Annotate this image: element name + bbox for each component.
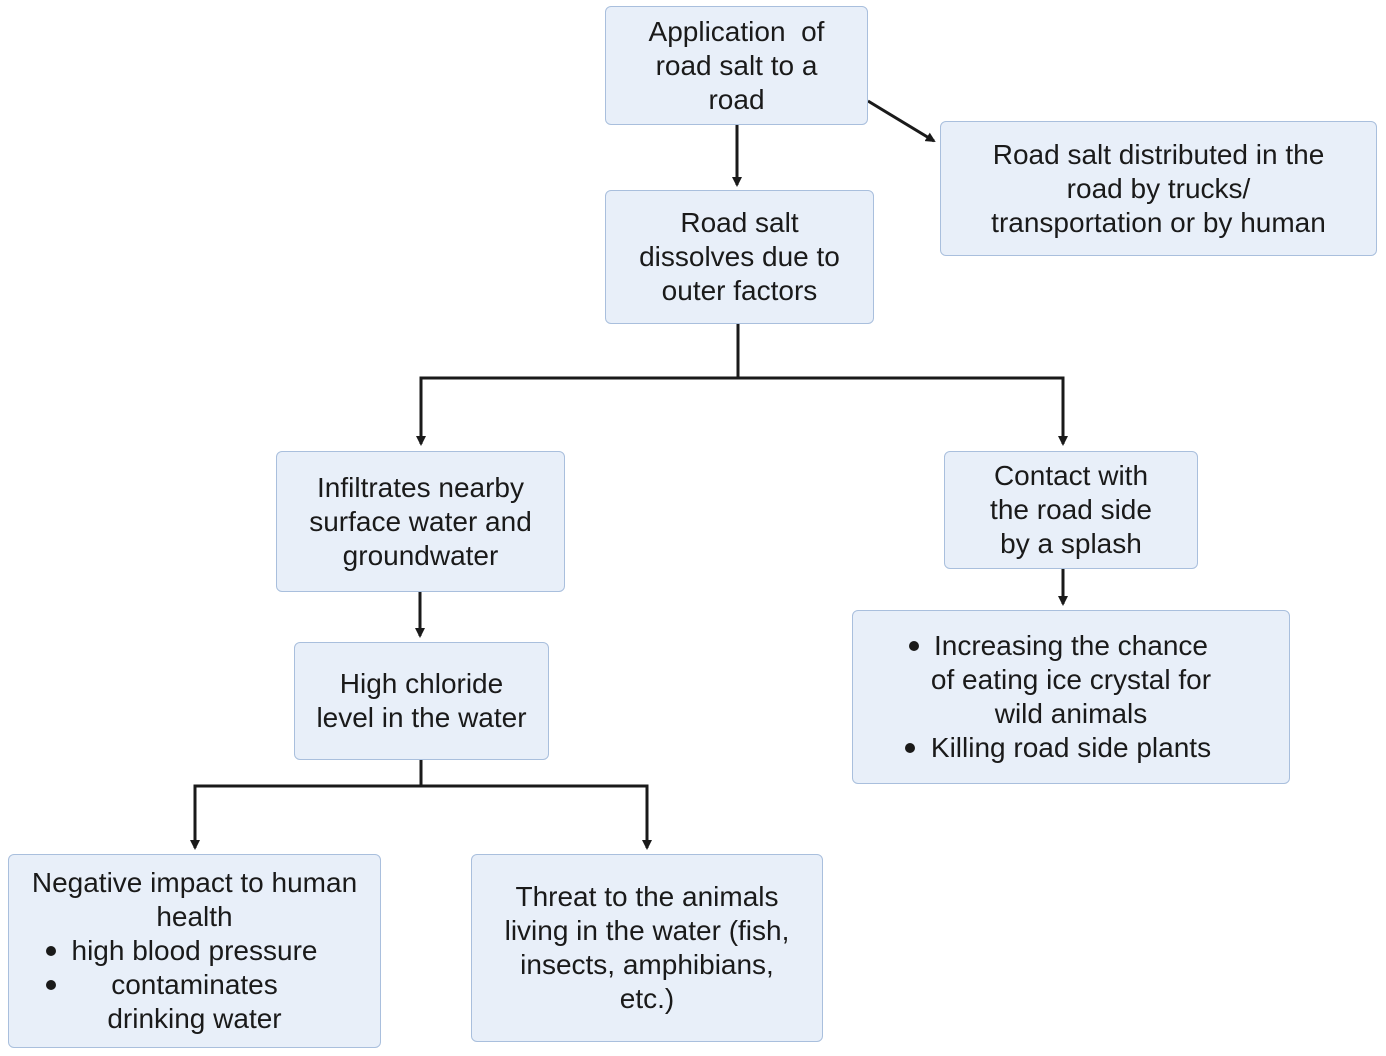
node-text-line: outer factors xyxy=(661,275,818,306)
node-text-line: groundwater xyxy=(342,539,499,571)
list-item-text: Increasing the chance xyxy=(934,630,1208,661)
list-item: high blood pressure xyxy=(45,934,318,968)
list-item-text: contaminates xyxy=(111,969,278,1000)
node-text-line: Application of xyxy=(648,15,825,47)
node-text-line: transportation or by human xyxy=(991,206,1326,238)
node-text-line: the road side xyxy=(990,494,1152,525)
roadside-effects-node: Increasing the chance of eating ice crys… xyxy=(852,610,1290,784)
node-text-line: Contact with xyxy=(993,460,1149,491)
connector-dissolves-split xyxy=(416,324,740,446)
list-item-text: Killing road side plants xyxy=(930,732,1212,763)
node-text-line: Threat to the animals xyxy=(515,881,779,912)
node-text-line: Road salt xyxy=(680,207,799,238)
list-item-text: wild animals xyxy=(994,698,1148,729)
animals-threat-node: Threat to the animals living in the wate… xyxy=(471,854,823,1042)
list-item-text: of eating ice crystal for xyxy=(930,664,1212,695)
node-text-line: surface water and xyxy=(309,505,532,537)
node-heading-line: Negative impact to human xyxy=(31,867,358,898)
node-text-line: etc.) xyxy=(619,983,675,1014)
node-heading-line: health xyxy=(156,901,233,932)
salt-distributed-node: Road salt distributed in the road by tru… xyxy=(940,121,1377,256)
node-text-line: road by trucks/ xyxy=(1066,172,1251,204)
application-node: Application of road salt to a road xyxy=(605,6,868,125)
node-text-line: by a splash xyxy=(1000,528,1142,559)
node-text-line: Road salt distributed in the xyxy=(992,138,1325,170)
connector-dissolves-split-right xyxy=(738,376,1068,446)
human-health-node: Negative impact to human health high blo… xyxy=(8,854,381,1048)
node-text-line: road xyxy=(708,83,765,115)
list-item: Killing road side plants xyxy=(904,731,1212,765)
node-text-line: High chloride xyxy=(339,668,504,699)
arrow-application-to-distributed xyxy=(867,99,936,143)
roadside-effects-list: Increasing the chance of eating ice crys… xyxy=(904,629,1212,765)
list-item-text: drinking water xyxy=(107,1003,282,1034)
connector-chloride-split-right xyxy=(421,784,652,850)
human-health-list: high blood pressure contaminates drinkin… xyxy=(45,934,318,1036)
list-item: contaminates drinking water xyxy=(45,968,318,1036)
node-text-line: living in the water (fish, xyxy=(504,915,790,946)
infiltrates-water-node: Infiltrates nearby surface water and gro… xyxy=(276,451,565,592)
connector-chloride-split-left xyxy=(190,760,423,850)
list-item-text: high blood pressure xyxy=(71,935,318,966)
node-text-line: dissolves due to xyxy=(639,241,840,272)
node-text-line: level in the water xyxy=(316,702,527,733)
salt-dissolves-node: Road salt dissolves due to outer factors xyxy=(605,190,874,324)
roadside-contact-node: Contact with the road side by a splash xyxy=(944,451,1198,569)
node-text-line: insects, amphibians, xyxy=(520,949,774,980)
node-text-line: road salt to a xyxy=(655,49,818,81)
list-item: Increasing the chance of eating ice crys… xyxy=(908,629,1212,731)
node-text-line: Infiltrates nearby xyxy=(317,471,524,503)
high-chloride-node: High chloride level in the water xyxy=(294,642,549,760)
